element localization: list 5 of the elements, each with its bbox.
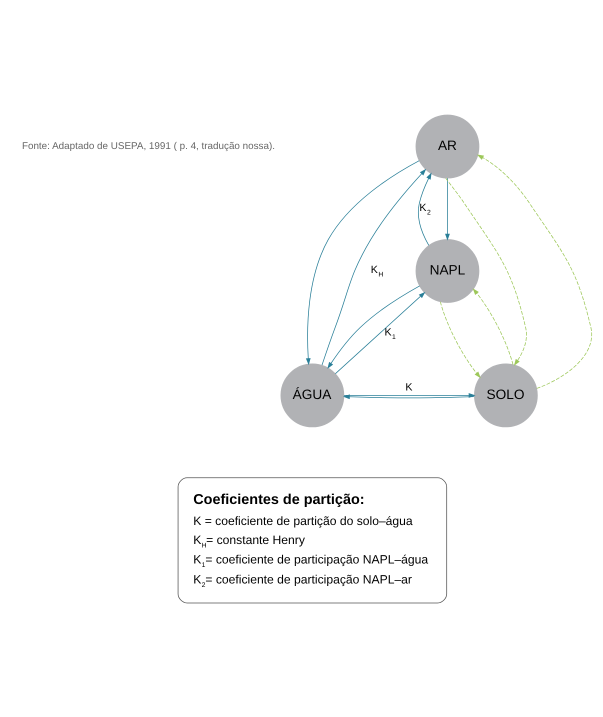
edge-label: K$_{1}$: [384, 326, 396, 340]
edge-label: K$_{2}$: [419, 201, 431, 216]
label: Fonte: Adaptado de USEPA, 1991 ( p. 4, tradução nossa).: [22, 140, 275, 152]
edge-label: K$_{H}$: [370, 264, 384, 278]
edge-label: K: [405, 380, 412, 393]
